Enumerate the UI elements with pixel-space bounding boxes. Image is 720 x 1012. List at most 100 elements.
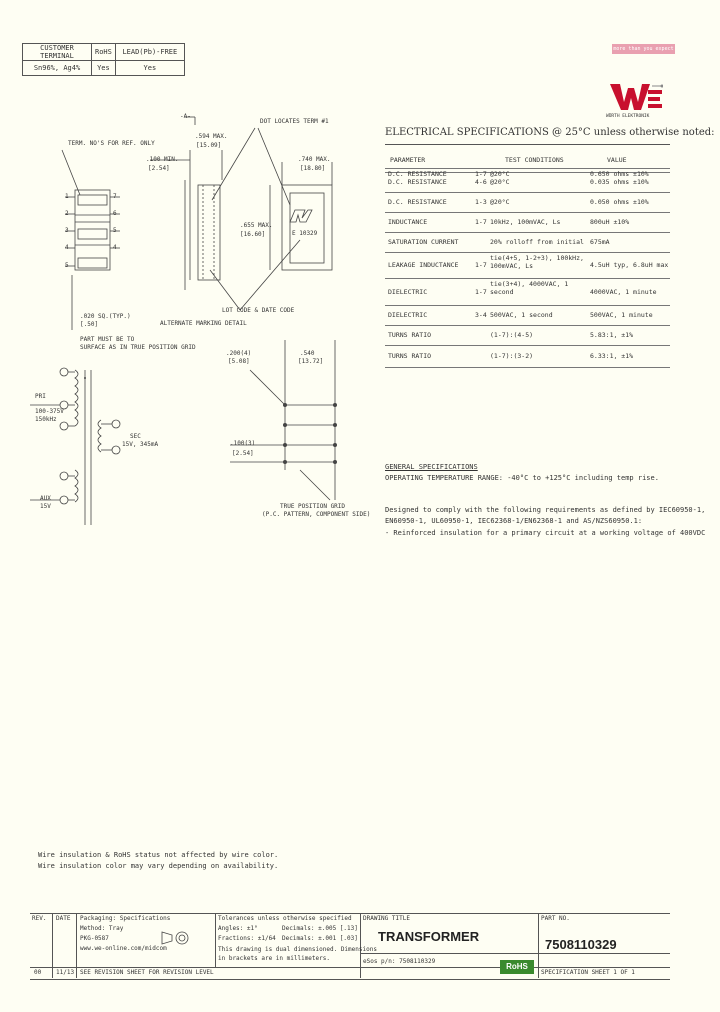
dim-c: .740 MAX. bbox=[298, 156, 331, 163]
general-designed-1: Designed to comply with the following re… bbox=[385, 506, 706, 514]
dim-b-mm: [2.54] bbox=[148, 165, 170, 172]
customer-terminal-table: CUSTOMER TERMINAL RoHS LEAD(Pb)-FREE Sn9… bbox=[22, 43, 185, 76]
rev-header: REV. bbox=[32, 915, 47, 922]
pin-num-2: 2 bbox=[65, 210, 69, 217]
drawing-title: TRANSFORMER bbox=[378, 929, 480, 944]
spec-condition: tie(4+5, 1-2+3), 100kHz, 100mVAC, Ls bbox=[490, 254, 584, 270]
dim-c-mm: [18.80] bbox=[300, 165, 326, 172]
spec-header-2: VALUE bbox=[607, 156, 627, 164]
header-customer-terminal: CUSTOMER TERMINAL bbox=[22, 43, 92, 61]
header-rohs: RoHS bbox=[91, 43, 116, 61]
spec-pins: 1-7 bbox=[475, 170, 487, 178]
rev-note: SEE REVISION SHEET FOR REVISION LEVEL bbox=[80, 969, 214, 976]
dim-e: .020 SQ.(TYP.) bbox=[80, 313, 131, 320]
spec-title: ELECTRICAL SPECIFICATIONS @ 25°C unless … bbox=[385, 127, 715, 138]
spec-condition: @20°C bbox=[490, 198, 510, 206]
part-no-header: PART NO. bbox=[541, 915, 570, 922]
spec-param: DIELECTRIC bbox=[388, 311, 428, 319]
spec-pins: 1-7 bbox=[475, 261, 487, 269]
date-header: DATE bbox=[56, 915, 71, 922]
spec-row: D.C. RESISTANCE 4-6@20°C 0.035 ohms ±10% bbox=[385, 172, 670, 193]
pin-num-7: 7 bbox=[113, 193, 117, 200]
spec-condition: @20°C bbox=[490, 178, 510, 186]
note-2: Wire insulation color may vary depending… bbox=[38, 862, 279, 870]
true-pos-line1: TRUE POSITION GRID bbox=[280, 503, 346, 510]
spec-condition: 20% rolloff from initial bbox=[490, 238, 584, 246]
spec-value: 0.035 ohms ±10% bbox=[590, 178, 649, 186]
spec-param: D.C. RESISTANCE bbox=[388, 198, 447, 206]
spec-header-0: PARAMETER bbox=[390, 156, 426, 164]
spec-condition: @20°C bbox=[490, 170, 510, 178]
pin-num-5b: 5 bbox=[113, 227, 117, 234]
value-customer-terminal: Sn96%, Ag4% bbox=[22, 60, 92, 76]
tol-decimals-1: Decimals: ±.005 [.13] bbox=[282, 925, 358, 932]
rohs-badge: RoHS bbox=[500, 960, 534, 974]
spec-param: TURNS RATIO bbox=[388, 352, 432, 360]
sec-label: SEC bbox=[130, 433, 141, 440]
spec-param: LEAKAGE INDUCTANCE bbox=[388, 261, 459, 269]
rohs-badge-text: RoHS bbox=[506, 962, 528, 971]
value-rohs: Yes bbox=[91, 60, 116, 76]
spec-param: DIELECTRIC bbox=[388, 288, 428, 296]
rev-value: 00 bbox=[34, 969, 42, 976]
brand-banner-text: more than you expect bbox=[613, 46, 674, 52]
lot-code-label: LOT CODE & DATE CODE bbox=[222, 307, 295, 314]
spec-pins: 4-6 bbox=[475, 178, 487, 186]
spec-param: INDUCTANCE bbox=[388, 218, 428, 226]
date-value: 11/13 bbox=[56, 969, 75, 976]
dim-b: .100 MIN. bbox=[146, 156, 179, 163]
spec-row: TURNS RATIO (1-7):(3-2) 6.33:1, ±1% bbox=[385, 345, 670, 368]
spec-value: 500VAC, 1 minute bbox=[590, 311, 653, 319]
spec-pins: 1-7 bbox=[475, 218, 487, 226]
part-must-line2: SURFACE AS IN TRUE POSITION GRID bbox=[80, 344, 196, 351]
spec-header-1: TEST CONDITIONS bbox=[505, 156, 564, 164]
dim-a-mm: [15.09] bbox=[196, 142, 222, 149]
sec-volt: 15V, 345mA bbox=[122, 441, 159, 448]
grid-dim-b: .540 bbox=[300, 350, 315, 357]
term-note: TERM. NO'S FOR REF. ONLY bbox=[68, 140, 155, 147]
pri-volt: 100-375V bbox=[35, 408, 64, 415]
spec-value: 675mA bbox=[590, 238, 610, 246]
pin-num-4: 4 bbox=[65, 244, 69, 251]
grid-dim-c: .100(3) bbox=[230, 440, 256, 447]
pin-num-3: 3 bbox=[65, 227, 69, 234]
esos-part: eSos p/n: 7508110329 bbox=[363, 958, 436, 965]
pin-num-1: 1 bbox=[65, 193, 69, 200]
general-temp: OPERATING TEMPERATURE RANGE: -40°C to +1… bbox=[385, 474, 659, 482]
spec-value: 6.33:1, ±1% bbox=[590, 352, 634, 360]
pin-num-4b: 4 bbox=[113, 244, 117, 251]
spec-header-row: PARAMETER TEST CONDITIONS VALUE bbox=[385, 148, 670, 169]
dual-dim-line1: This drawing is dual dimensioned. Dimens… bbox=[218, 946, 377, 953]
general-heading: GENERAL SPECIFICATIONS bbox=[385, 463, 478, 471]
spec-value: 800uH ±10% bbox=[590, 218, 630, 226]
aux-volt: 15V bbox=[40, 503, 51, 510]
grid-dim-c-mm: [2.54] bbox=[232, 450, 254, 457]
spec-value: 0.650 ohms ±10% bbox=[590, 170, 649, 178]
spec-value: 0.050 ohms ±10% bbox=[590, 198, 649, 206]
pri-freq: 150kHz bbox=[35, 416, 57, 423]
spec-condition: 10kHz, 100mVAC, Ls bbox=[490, 218, 561, 226]
spec-condition: (1-7):(3-2) bbox=[490, 352, 534, 360]
alt-mark-label: ALTERNATE MARKING DETAIL bbox=[160, 320, 247, 327]
drawing-title-header: DRAWING TITLE bbox=[363, 915, 410, 922]
spec-pins: 3-4 bbox=[475, 311, 487, 319]
pin-num-6: 6 bbox=[113, 210, 117, 217]
tol-fractions: Fractions: ±1/64 bbox=[218, 935, 276, 942]
spec-condition: 500VAC, 1 second bbox=[490, 311, 553, 319]
web-link[interactable]: www.we-online.com/midcom bbox=[80, 945, 167, 952]
value-lead-free: Yes bbox=[114, 60, 185, 76]
we-logo: WÜRTH ELEKTRONIK bbox=[606, 80, 663, 119]
part-mark-code: E 10329 bbox=[292, 230, 318, 237]
tol-angles: Angles: ±1° bbox=[218, 925, 258, 932]
spec-param: D.C. RESISTANCE bbox=[388, 178, 447, 186]
we-logo-icon bbox=[610, 84, 663, 110]
spec-condition: tie(3+4), 4000VAC, 1 second bbox=[490, 280, 569, 296]
dim-e-mm: [.50] bbox=[80, 321, 99, 328]
aux-label: AUX bbox=[40, 495, 51, 502]
brand-banner: more than you expect bbox=[612, 44, 675, 54]
